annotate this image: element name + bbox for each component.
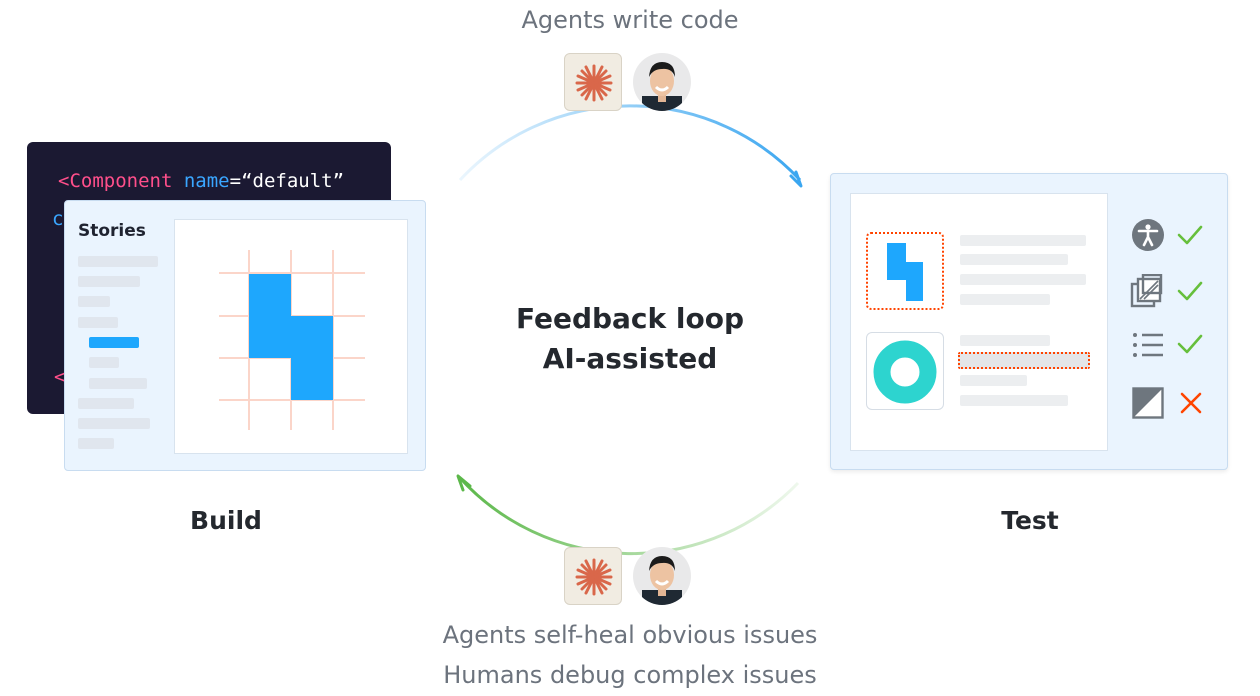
text-line-highlighted — [958, 352, 1090, 369]
arrow-build-to-test — [458, 104, 802, 182]
claude-avatar-top — [564, 53, 622, 111]
code-fragment-bracket: < — [54, 366, 66, 388]
text-line-placeholder — [960, 375, 1027, 386]
visual-diff-icon — [1130, 274, 1163, 308]
code-fragment-c: c — [52, 208, 64, 230]
claude-sparkle-icon — [575, 64, 613, 102]
build-label: Build — [190, 506, 262, 535]
code-equals: = — [229, 170, 242, 192]
story-list-item-selected — [89, 337, 139, 348]
story-list-item — [78, 398, 134, 409]
pass-check-icon — [1177, 281, 1203, 301]
code-line-component: <Component name=“default” — [58, 170, 344, 192]
code-open-bracket: < — [58, 170, 70, 192]
human-avatar-bottom — [632, 546, 692, 606]
story-list-item — [89, 357, 119, 368]
arrow-test-to-build — [458, 476, 800, 556]
pass-check-icon — [1177, 334, 1203, 354]
component-preview — [219, 250, 365, 430]
story-list-item — [78, 317, 118, 328]
text-line-placeholder — [960, 395, 1068, 406]
text-line-placeholder — [960, 274, 1086, 285]
text-line-placeholder — [960, 294, 1050, 305]
story-list-item — [78, 256, 158, 267]
claude-sparkle-icon — [575, 558, 613, 596]
text-line-placeholder — [960, 235, 1086, 246]
text-line-placeholder — [960, 335, 1050, 346]
caption-agents-self-heal: Agents self-heal obvious issues — [442, 621, 818, 649]
center-title-line1: Feedback loop — [515, 302, 745, 335]
center-title-line2: AI-assisted — [542, 342, 718, 375]
fail-x-icon — [1180, 392, 1202, 414]
story-list-item — [78, 418, 150, 429]
arrow-head-top — [789, 170, 803, 188]
contrast-icon — [1132, 387, 1164, 419]
text-line-placeholder — [960, 254, 1068, 265]
list-icon — [1133, 333, 1163, 357]
story-list-item — [89, 378, 147, 389]
caption-agents-write-code: Agents write code — [521, 6, 739, 34]
code-attr-value: “default” — [241, 170, 345, 192]
caption-humans-debug: Humans debug complex issues — [443, 661, 817, 689]
pass-check-icon — [1177, 225, 1203, 245]
highlighted-logo-tile — [866, 232, 944, 310]
ring-shape-icon — [873, 340, 937, 404]
arrow-head-bottom — [456, 474, 472, 492]
story-list-item — [78, 438, 114, 449]
component-logo-icon — [887, 243, 923, 301]
code-component-name: Component — [69, 170, 173, 192]
ring-tile — [866, 332, 944, 410]
code-attr-name: name — [183, 170, 230, 192]
test-label: Test — [1001, 506, 1059, 535]
accessibility-icon — [1132, 219, 1164, 251]
claude-avatar-bottom — [564, 547, 622, 605]
story-list-item — [78, 296, 110, 307]
story-list-item — [78, 276, 140, 287]
human-avatar-top — [632, 52, 692, 112]
stories-heading: Stories — [78, 221, 146, 241]
story-canvas — [174, 219, 408, 454]
